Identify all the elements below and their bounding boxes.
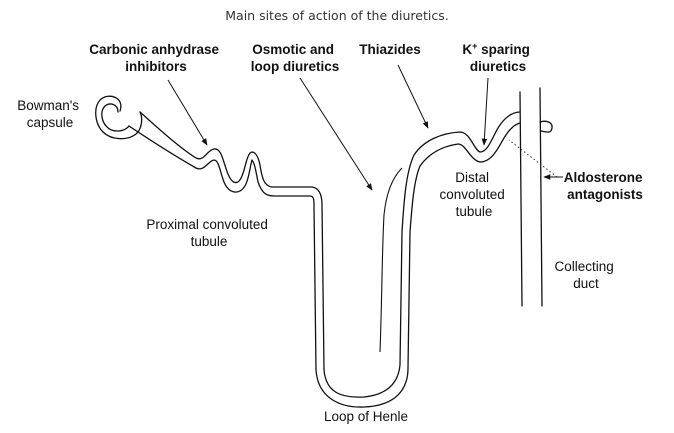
label-thiazides: Thiazides [359, 42, 421, 57]
arrow-thiazides [397, 64, 429, 129]
arrow-ksparing [481, 77, 489, 146]
label-k-sparing: K+ sparing diuretics [462, 41, 533, 74]
label-aldosterone: Aldosterone antagonists [564, 170, 647, 202]
tubule-outer-wall [139, 111, 521, 398]
arrow-carbonic [167, 79, 208, 146]
label-carbonic-anhydrase: Carbonic anhydrase inhibitors [89, 42, 223, 74]
label-bowmans-capsule: Bowman's capsule [17, 98, 83, 130]
label-collecting-duct: Collecting duct [554, 259, 617, 291]
bowmans-capsule [95, 95, 143, 140]
label-loop-of-henle: Loop of Henle [324, 409, 408, 424]
thick-ascending-limb [379, 167, 403, 353]
arrow-loop [299, 77, 373, 191]
label-distal-tubule: Distal convoluted tubule [439, 170, 508, 219]
aldosterone-leader-dotted [508, 139, 558, 178]
label-proximal-tubule: Proximal convoluted tubule [146, 217, 271, 249]
label-osmotic-loop: Osmotic and loop diuretics [251, 42, 340, 74]
collecting-duct [519, 87, 553, 307]
diagram-title: Main sites of action of the diuretics. [225, 8, 448, 23]
tubule-inner-wall [128, 122, 521, 408]
